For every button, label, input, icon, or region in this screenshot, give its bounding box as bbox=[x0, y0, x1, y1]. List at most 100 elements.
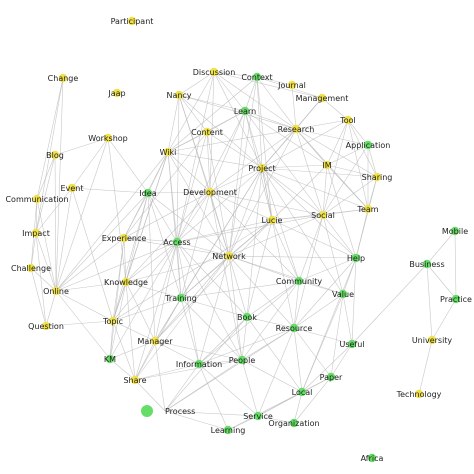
node-africa[interactable]: Africa bbox=[361, 453, 384, 463]
node-dot-paper[interactable] bbox=[326, 372, 336, 382]
node-dot-business[interactable] bbox=[422, 259, 432, 269]
node-community[interactable]: Community bbox=[276, 276, 323, 286]
node-dot-value[interactable] bbox=[338, 289, 348, 299]
node-dot-mobile[interactable] bbox=[450, 226, 460, 236]
node-dot-nancy[interactable] bbox=[174, 90, 184, 100]
node-dot-question[interactable] bbox=[41, 321, 51, 331]
node-nancy[interactable]: Nancy bbox=[166, 90, 192, 100]
node-content[interactable]: Content bbox=[191, 127, 223, 137]
node-dot-communication[interactable] bbox=[32, 194, 42, 204]
node-dot-tool[interactable] bbox=[343, 115, 353, 125]
node-dot-practice[interactable] bbox=[451, 294, 461, 304]
node-resource[interactable]: Resource bbox=[276, 323, 313, 333]
node-dot-people[interactable] bbox=[237, 355, 247, 365]
node-useful[interactable]: Useful bbox=[339, 339, 365, 349]
node-dot-manager[interactable] bbox=[150, 336, 160, 346]
node-university[interactable]: University bbox=[412, 335, 453, 345]
node-dot-project[interactable] bbox=[257, 163, 267, 173]
node-help[interactable]: Help bbox=[347, 253, 365, 263]
node-dot-content[interactable] bbox=[202, 127, 212, 137]
node-dot-event[interactable] bbox=[67, 183, 77, 193]
node-dot-team[interactable] bbox=[363, 204, 373, 214]
node-dot-topic[interactable] bbox=[108, 316, 118, 326]
node-dot-journal[interactable] bbox=[287, 80, 297, 90]
node-change[interactable]: Change bbox=[48, 73, 79, 83]
node-organization[interactable]: Organization bbox=[268, 418, 320, 428]
node-dot-process[interactable] bbox=[141, 405, 153, 417]
node-dot-research[interactable] bbox=[291, 124, 301, 134]
node-manager[interactable]: Manager bbox=[137, 336, 173, 346]
node-dot-training[interactable] bbox=[176, 293, 186, 303]
node-participant[interactable]: Participant bbox=[111, 16, 154, 26]
node-training[interactable]: Training bbox=[164, 293, 197, 303]
node-business[interactable]: Business bbox=[409, 259, 445, 269]
node-journal[interactable]: Journal bbox=[277, 80, 306, 90]
node-local[interactable]: Local bbox=[292, 387, 313, 397]
node-dot-im[interactable] bbox=[322, 160, 332, 170]
node-dot-wiki[interactable] bbox=[163, 147, 173, 157]
node-dot-experience[interactable] bbox=[119, 233, 129, 243]
node-dot-network[interactable] bbox=[224, 251, 234, 261]
node-dot-context[interactable] bbox=[252, 72, 262, 82]
node-topic[interactable]: Topic bbox=[102, 316, 123, 326]
node-dot-help[interactable] bbox=[351, 253, 361, 263]
node-context[interactable]: Context bbox=[241, 72, 273, 82]
node-experience[interactable]: Experience bbox=[102, 233, 147, 243]
node-access[interactable]: Access bbox=[163, 237, 191, 247]
node-dot-local[interactable] bbox=[297, 387, 307, 397]
node-sharing[interactable]: Sharing bbox=[362, 172, 393, 182]
node-dot-idea[interactable] bbox=[143, 188, 153, 198]
node-dot-knowledge[interactable] bbox=[121, 277, 131, 287]
node-dot-challenge[interactable] bbox=[26, 263, 36, 273]
node-dot-change[interactable] bbox=[58, 73, 68, 83]
node-dot-book[interactable] bbox=[242, 312, 252, 322]
node-knowledge[interactable]: Knowledge bbox=[104, 277, 148, 287]
node-dot-learn[interactable] bbox=[240, 106, 250, 116]
node-book[interactable]: Book bbox=[237, 312, 257, 322]
node-process[interactable]: Process bbox=[141, 405, 195, 417]
node-value[interactable]: Value bbox=[332, 289, 354, 299]
node-technology[interactable]: Technology bbox=[396, 389, 442, 399]
node-team[interactable]: Team bbox=[356, 204, 379, 214]
node-people[interactable]: People bbox=[229, 355, 256, 365]
node-development[interactable]: Development bbox=[183, 187, 237, 197]
node-dot-impact[interactable] bbox=[31, 228, 41, 238]
node-dot-development[interactable] bbox=[205, 187, 215, 197]
node-research[interactable]: Research bbox=[278, 124, 315, 134]
node-dot-africa[interactable] bbox=[367, 453, 377, 463]
node-impact[interactable]: Impact bbox=[22, 228, 50, 238]
node-dot-share[interactable] bbox=[130, 375, 140, 385]
node-dot-social[interactable] bbox=[318, 210, 328, 220]
node-online[interactable]: Online bbox=[43, 286, 69, 296]
node-communication[interactable]: Communication bbox=[5, 194, 69, 204]
node-information[interactable]: Information bbox=[176, 359, 222, 369]
node-dot-km[interactable] bbox=[105, 354, 115, 364]
node-jaap[interactable]: Jaap bbox=[107, 88, 126, 98]
node-question[interactable]: Question bbox=[28, 321, 64, 331]
node-dot-learning[interactable] bbox=[223, 425, 233, 435]
node-im[interactable]: IM bbox=[322, 160, 332, 170]
node-blog[interactable]: Blog bbox=[46, 150, 64, 160]
node-dot-management[interactable] bbox=[317, 93, 327, 103]
node-dot-resource[interactable] bbox=[289, 323, 299, 333]
node-paper[interactable]: Paper bbox=[320, 372, 343, 382]
node-dot-application[interactable] bbox=[363, 140, 373, 150]
node-dot-information[interactable] bbox=[194, 359, 204, 369]
node-lucie[interactable]: Lucie bbox=[262, 215, 283, 225]
node-dot-participant[interactable] bbox=[127, 16, 137, 26]
node-service[interactable]: Service bbox=[243, 411, 273, 421]
node-dot-blog[interactable] bbox=[50, 150, 60, 160]
node-application[interactable]: Application bbox=[346, 140, 391, 150]
node-practice[interactable]: Practice bbox=[440, 294, 472, 304]
node-dot-community[interactable] bbox=[294, 276, 304, 286]
node-challenge[interactable]: Challenge bbox=[11, 263, 51, 273]
node-workshop[interactable]: Workshop bbox=[88, 133, 128, 143]
node-learning[interactable]: Learning bbox=[211, 425, 246, 435]
node-event[interactable]: Event bbox=[61, 183, 84, 193]
node-idea[interactable]: Idea bbox=[139, 188, 157, 198]
node-mobile[interactable]: Mobile bbox=[442, 226, 468, 236]
node-dot-online[interactable] bbox=[51, 286, 61, 296]
node-share[interactable]: Share bbox=[123, 375, 147, 385]
node-management[interactable]: Management bbox=[296, 93, 349, 103]
node-dot-university[interactable] bbox=[427, 335, 437, 345]
